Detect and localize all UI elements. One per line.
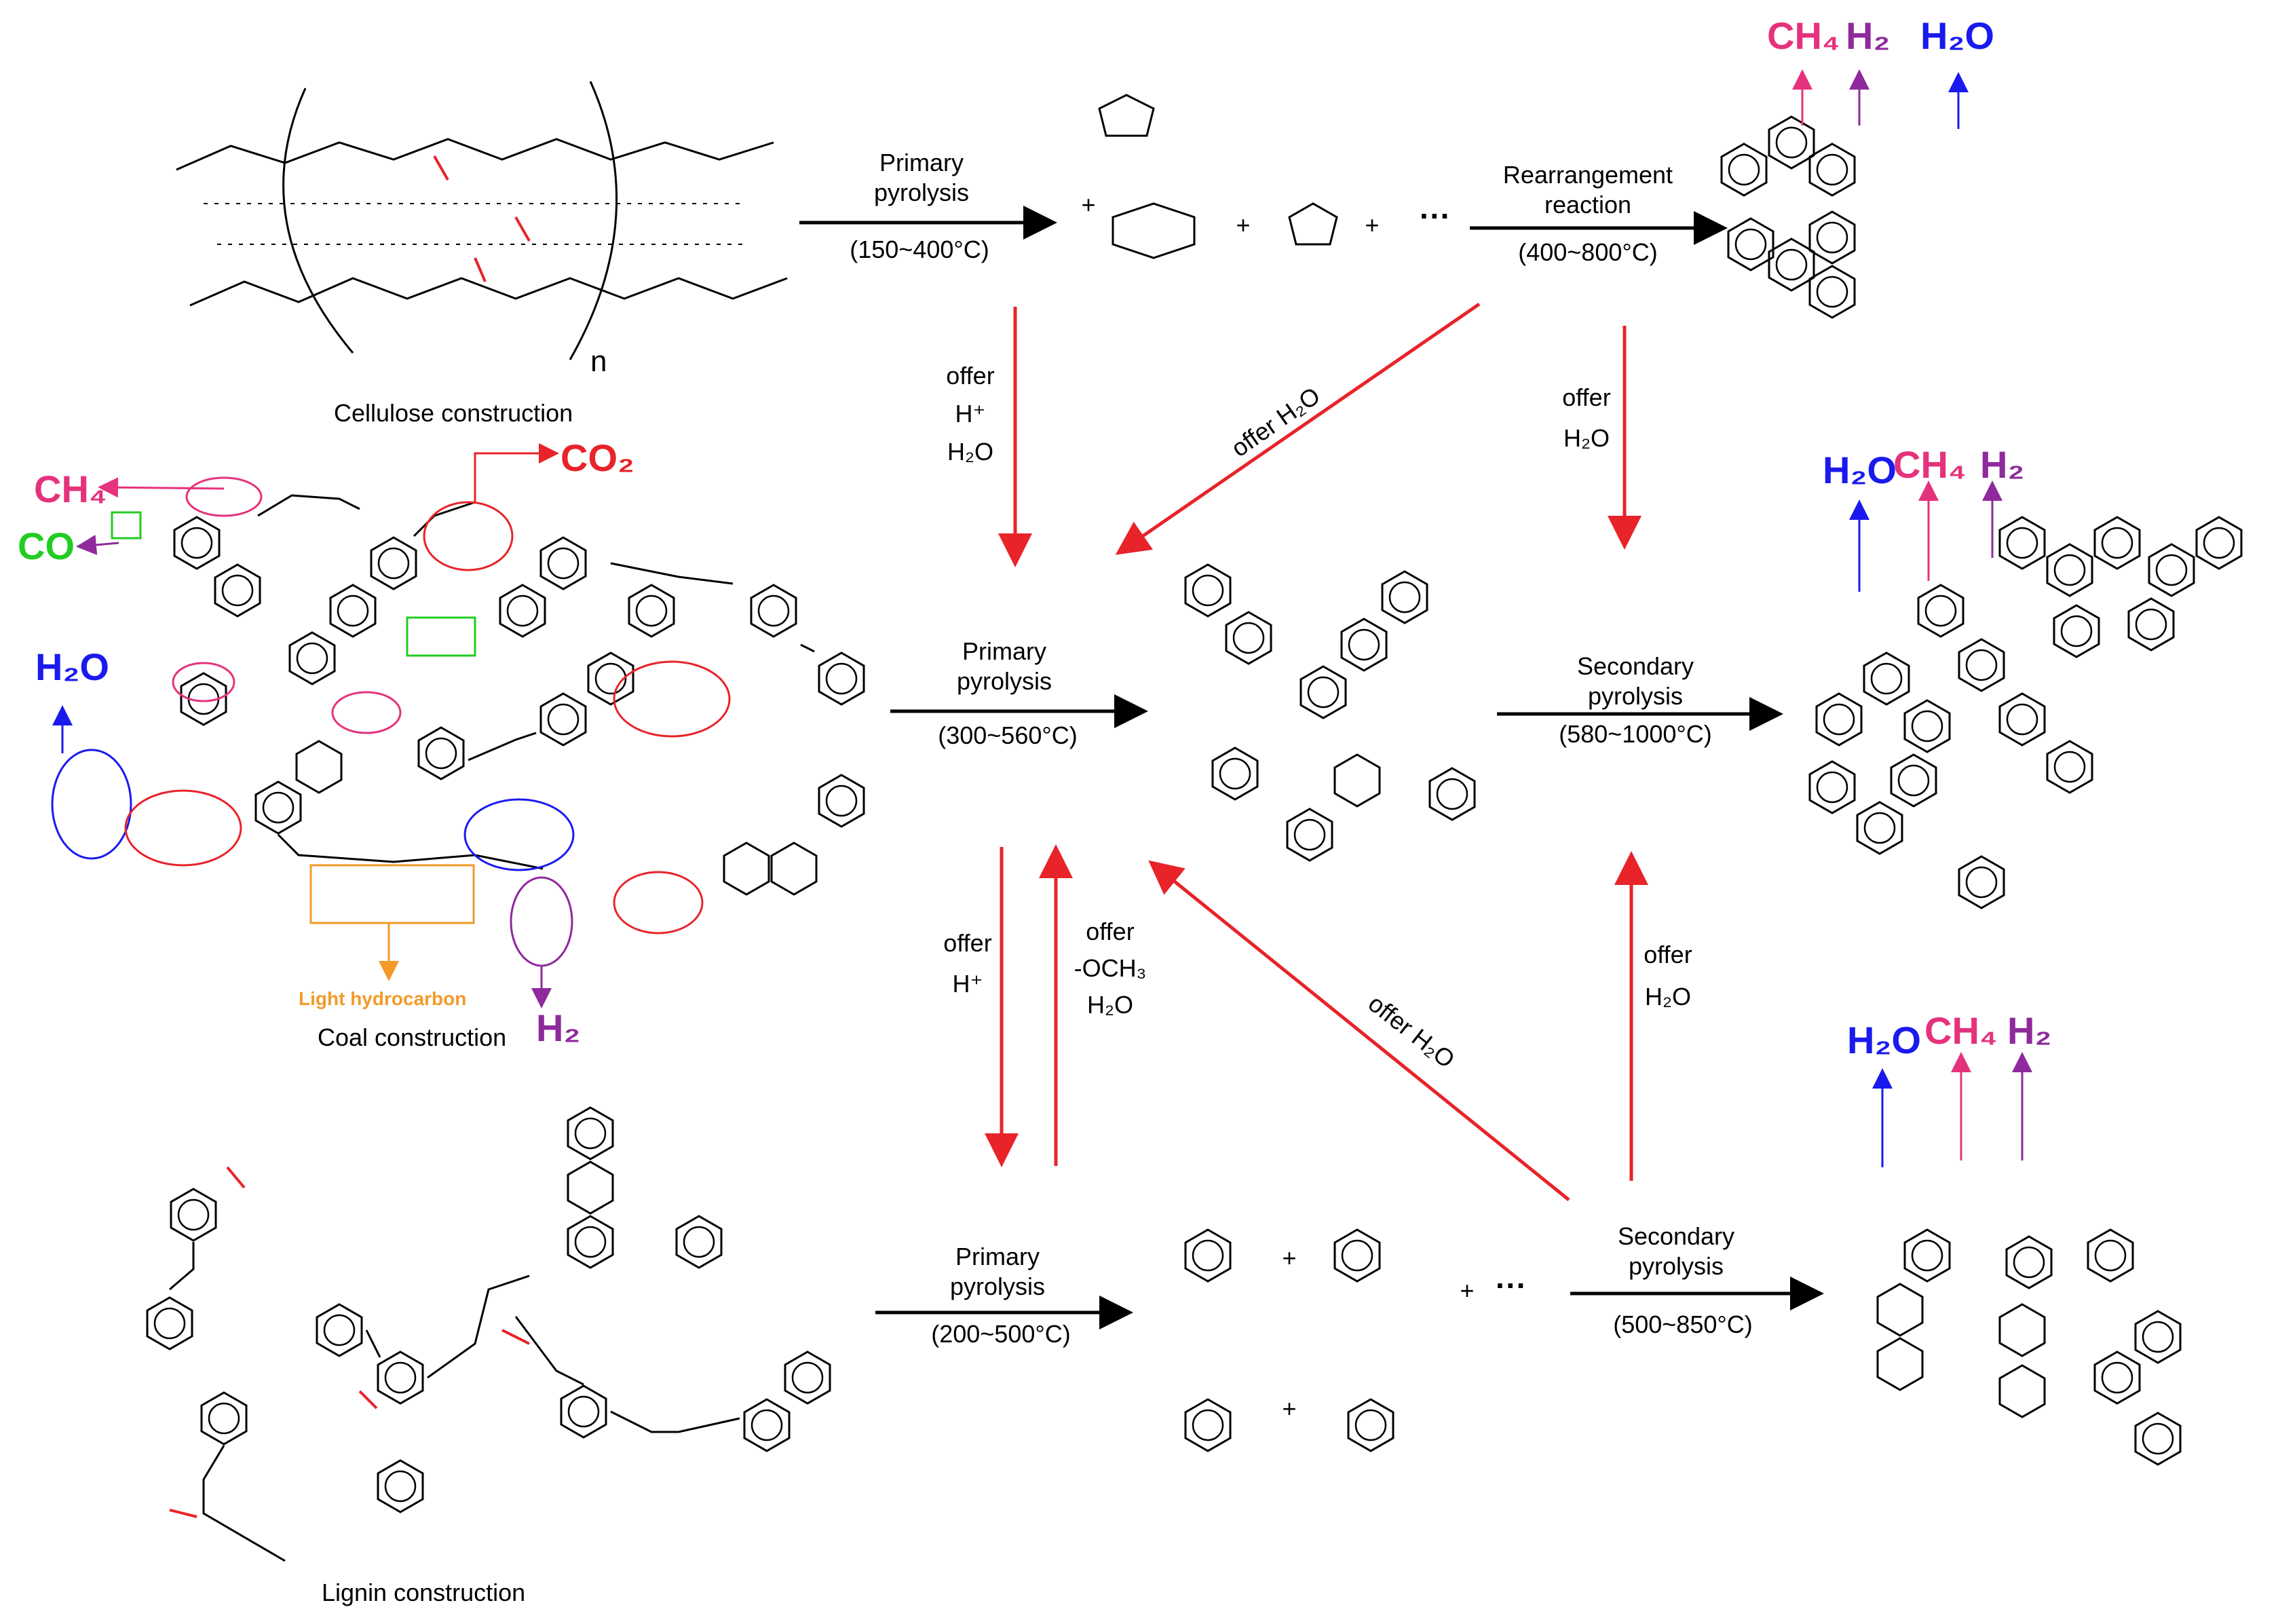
coal-secondary-label: Secondary pyrolysis	[1576, 652, 1694, 710]
plus-1: +	[1081, 191, 1096, 219]
gas-h2-coal-char: H₂	[1980, 443, 2025, 486]
plus-3: +	[1365, 211, 1380, 239]
gas-co2-coal: CO₂	[561, 436, 634, 479]
coal-secondary-char	[1808, 516, 2243, 909]
lignin-primary-temp: (200~500°C)	[931, 1320, 1071, 1348]
coal-secondary-temp: (580~1000°C)	[1559, 720, 1712, 748]
coal-char	[1184, 563, 1476, 862]
gas-h2-coal: H₂	[536, 1006, 581, 1049]
rearrangement-label: Rearrangement reaction	[1502, 161, 1673, 219]
gas-ch4-coal-char: CH₄	[1893, 443, 1967, 486]
gas-h2o-coal: H₂O	[35, 645, 109, 688]
plus-6: +	[1282, 1395, 1297, 1422]
offer-down-cellulose: offer H⁺ H₂O	[946, 362, 995, 466]
cellulose-intermediates	[1098, 94, 1338, 259]
lignin-secondary-label: Secondary pyrolysis	[1617, 1222, 1735, 1280]
gas-ch4-lignin-char: CH₄	[1924, 1009, 1998, 1052]
coal-structure	[51, 443, 865, 1008]
gas-arrows	[1792, 69, 2032, 1167]
gas-h2o-cellulose: H₂O	[1920, 14, 1994, 57]
gas-co-coal: CO	[18, 525, 75, 567]
cellulose-structure	[176, 81, 788, 360]
lignin-primary-label: Primary pyrolysis	[949, 1243, 1046, 1300]
plus-4: +	[1282, 1244, 1297, 1272]
lignin-char	[1876, 1228, 2182, 1466]
gas-h2-lignin-char: H₂	[2007, 1009, 2052, 1052]
lignin-caption: Lignin construction	[322, 1579, 526, 1606]
cellulose-repeat-n: n	[590, 345, 607, 378]
light-hydrocarbon-label: Light hydrocarbon	[299, 988, 467, 1009]
plus-5: +	[1460, 1277, 1475, 1304]
offer-up-middle: offer -OCH₃ H₂O	[1074, 918, 1147, 1019]
gas-ch4-cellulose: CH₄	[1767, 14, 1840, 57]
gas-ch4-coal: CH₄	[34, 468, 107, 510]
ellipsis-2: ···	[1496, 1268, 1527, 1303]
coal-primary-temp: (300~560°C)	[938, 721, 1078, 749]
offer-down-right: offer H₂O	[1562, 383, 1611, 452]
lignin-structure	[146, 1106, 831, 1562]
cellulose-char	[1720, 115, 1856, 319]
lignin-secondary-temp: (500~850°C)	[1613, 1310, 1753, 1338]
gas-h2o-coal-char: H₂O	[1823, 449, 1897, 491]
rearrangement-temp: (400~800°C)	[1518, 238, 1658, 266]
plus-2: +	[1236, 211, 1251, 239]
cellulose-caption: Cellulose construction	[334, 399, 573, 427]
offer-arrows	[985, 302, 1648, 1201]
coal-caption: Coal construction	[318, 1023, 507, 1051]
coal-primary-label: Primary pyrolysis	[956, 637, 1052, 695]
cellulose-primary-temp: (150~400°C)	[850, 235, 989, 263]
gas-h2o-lignin-char: H₂O	[1847, 1019, 1921, 1061]
offer-down-middle: offer H⁺	[943, 929, 992, 998]
reaction-arrows	[799, 206, 1824, 1329]
cellulose-primary-label: Primary pyrolysis	[873, 149, 970, 206]
ellipsis-1: ···	[1420, 198, 1451, 233]
gas-h2-cellulose: H₂	[1846, 14, 1891, 57]
offer-up-right: offer H₂O	[1644, 941, 1692, 1011]
